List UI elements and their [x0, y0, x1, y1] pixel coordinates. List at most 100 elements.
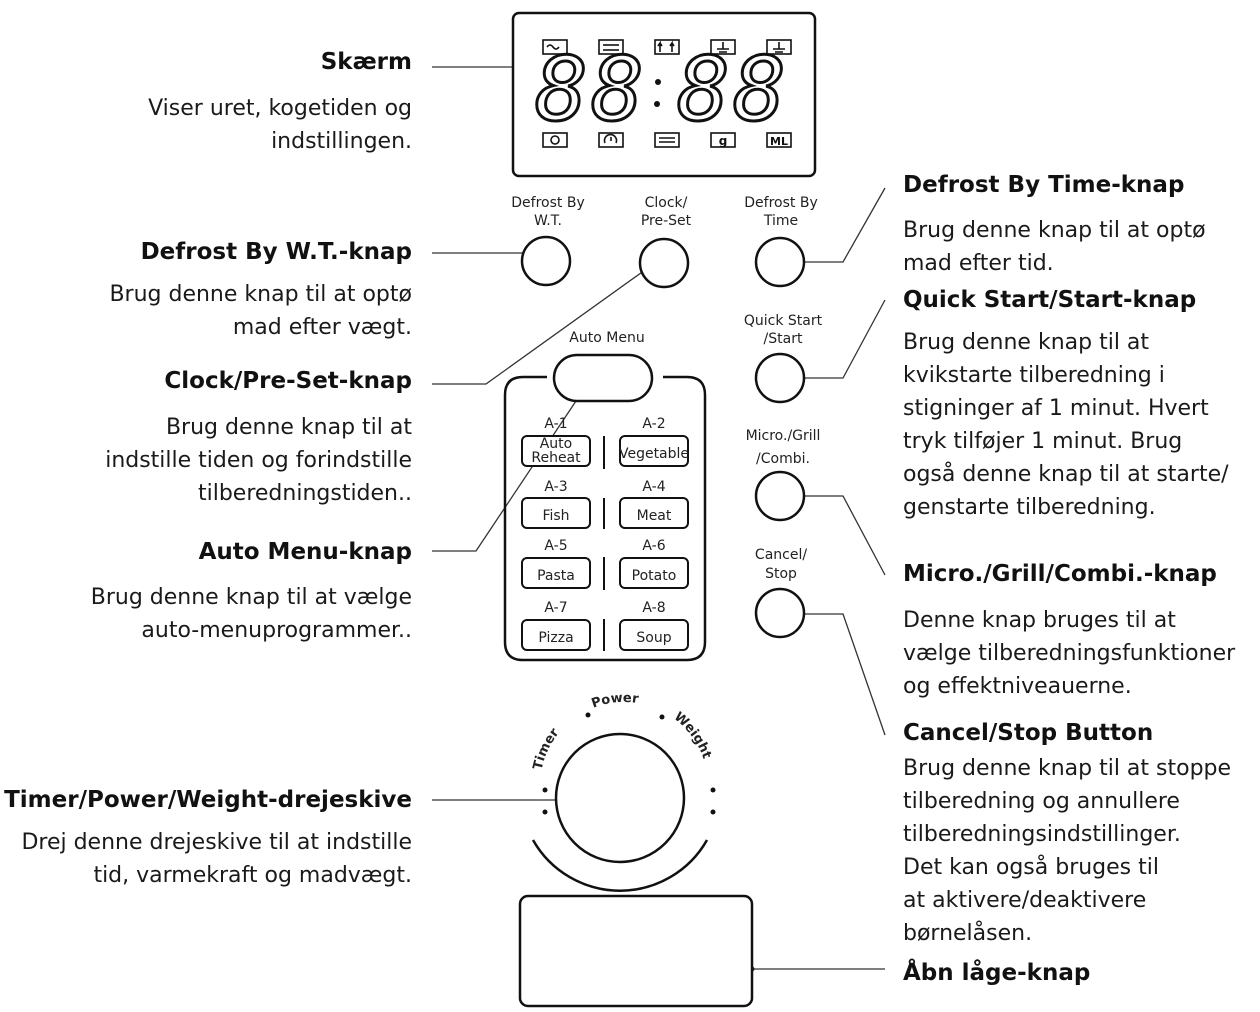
defrost-time-button[interactable] — [754, 236, 806, 288]
menu-button-label-1: Auto — [540, 436, 573, 452]
dial-label-weight: Weight — [671, 709, 714, 760]
grill-icon — [598, 39, 624, 55]
gram-icon — [710, 132, 736, 148]
callout-title-defrost-time: Defrost By Time-knap — [903, 172, 1185, 198]
callout-title-door: Åbn låge-knap — [903, 960, 1091, 986]
display-digit-4: 8 — [733, 38, 786, 141]
dial-label-power: Power — [590, 691, 640, 712]
defrost-time-label-2: Time — [763, 213, 798, 229]
auto-menu-frame — [503, 375, 707, 662]
display-screen: 8 8 8 8 g ML — [511, 11, 817, 178]
dial-label-timer: Timer — [531, 725, 563, 771]
menu-button-8[interactable] — [619, 619, 689, 651]
gram-unit-label: g — [719, 134, 728, 148]
cancel-stop-label-1: Cancel/ — [755, 547, 807, 563]
menu-button-label-1: Reheat — [531, 450, 581, 466]
menu-button-1[interactable] — [521, 435, 591, 467]
leader-micro-grill — [787, 495, 886, 576]
auto-menu-grid: A-1AutoReheatA-2VegetableA-3FishA-4MeatA… — [521, 416, 689, 651]
callout-title-dial: Timer/Power/Weight-drejeskive — [4, 787, 412, 813]
power-icon — [542, 132, 568, 148]
ml-icon — [766, 132, 792, 148]
dial-scale-labels-weight: Weight — [671, 709, 714, 760]
menu-code-5: A-5 — [544, 538, 567, 554]
menu-button-5[interactable] — [521, 557, 591, 589]
auto-menu-label: Auto Menu — [569, 330, 644, 346]
door-open-button[interactable] — [518, 894, 754, 1008]
auto-menu-button[interactable] — [552, 353, 654, 403]
ml-unit-label: ML — [770, 135, 788, 148]
cancel-stop-label-2: Stop — [765, 566, 797, 582]
callout-title-quick-start: Quick Start/Start-knap — [903, 287, 1197, 313]
menu-code-1: A-1 — [544, 416, 567, 432]
callout-title-defrost-wt: Defrost By W.T.-knap — [140, 239, 412, 265]
microwave-icon — [542, 39, 568, 55]
menu-button-6[interactable] — [619, 557, 689, 589]
menu-button-label-3: Fish — [542, 508, 569, 524]
defrost-time-icon — [766, 39, 792, 55]
combi-icon — [654, 39, 680, 55]
menu-button-4[interactable] — [619, 497, 689, 529]
callout-title-clock-preset: Clock/Pre-Set-knap — [164, 368, 412, 394]
menu-button-2[interactable] — [619, 435, 689, 467]
leader-lines — [432, 66, 886, 970]
micro-grill-button[interactable] — [754, 470, 806, 522]
display-top-icons — [542, 39, 792, 55]
menu-code-6: A-6 — [642, 538, 665, 554]
menu-button-3[interactable] — [521, 497, 591, 529]
display-colon-bottom — [654, 101, 660, 107]
defrost-wt-button[interactable] — [520, 235, 572, 287]
menu-code-7: A-7 — [544, 600, 567, 616]
menu-button-label-2: Vegetable — [619, 446, 689, 462]
menu-button-label-8: Soup — [636, 630, 671, 646]
callout-title-cancel-stop: Cancel/Stop Button — [903, 720, 1154, 746]
dial-scale-labels-power: Power — [590, 691, 640, 712]
micro-grill-label-1: Micro./Grill — [746, 428, 821, 444]
clock-icon — [598, 132, 624, 148]
dial-scale-labels: Timer — [531, 725, 563, 771]
menu-code-2: A-2 — [642, 416, 665, 432]
clock-preset-label-2: Pre-Set — [641, 213, 692, 229]
clock-preset-button[interactable] — [638, 237, 690, 289]
cancel-stop-button[interactable] — [754, 587, 806, 639]
auto-menu-icon — [654, 132, 680, 148]
dial-dots — [542, 712, 716, 815]
defrost-weight-icon — [710, 39, 736, 55]
display-digit-2: 8 — [591, 38, 644, 141]
callout-title-auto-menu: Auto Menu-knap — [198, 539, 412, 565]
menu-button-label-4: Meat — [637, 508, 672, 524]
quick-start-label-2: /Start — [764, 331, 803, 347]
menu-code-8: A-8 — [642, 600, 665, 616]
defrost-time-label-1: Defrost By — [744, 195, 817, 211]
leader-cancel-stop — [787, 613, 886, 736]
leader-defrost-time — [787, 187, 886, 263]
menu-button-label-6: Potato — [632, 568, 677, 584]
quick-start-button[interactable] — [754, 352, 806, 404]
menu-button-label-7: Pizza — [538, 630, 573, 646]
menu-button-7[interactable] — [521, 619, 591, 651]
micro-grill-label-2: /Combi. — [756, 451, 810, 467]
dial-arc — [531, 839, 709, 892]
display-digit-1: 8 — [535, 38, 588, 141]
dial-knob[interactable] — [554, 732, 686, 864]
menu-code-4: A-4 — [642, 479, 665, 495]
clock-preset-label-1: Clock/ — [645, 195, 688, 211]
menu-button-label-5: Pasta — [537, 568, 575, 584]
display-bottom-icons — [542, 132, 792, 148]
defrost-wt-label-2: W.T. — [534, 213, 562, 229]
defrost-wt-label-1: Defrost By — [511, 195, 584, 211]
display-colon-top — [655, 79, 661, 85]
callout-title-micro-grill: Micro./Grill/Combi.-knap — [903, 561, 1217, 587]
callout-title-display: Skærm — [320, 49, 412, 75]
